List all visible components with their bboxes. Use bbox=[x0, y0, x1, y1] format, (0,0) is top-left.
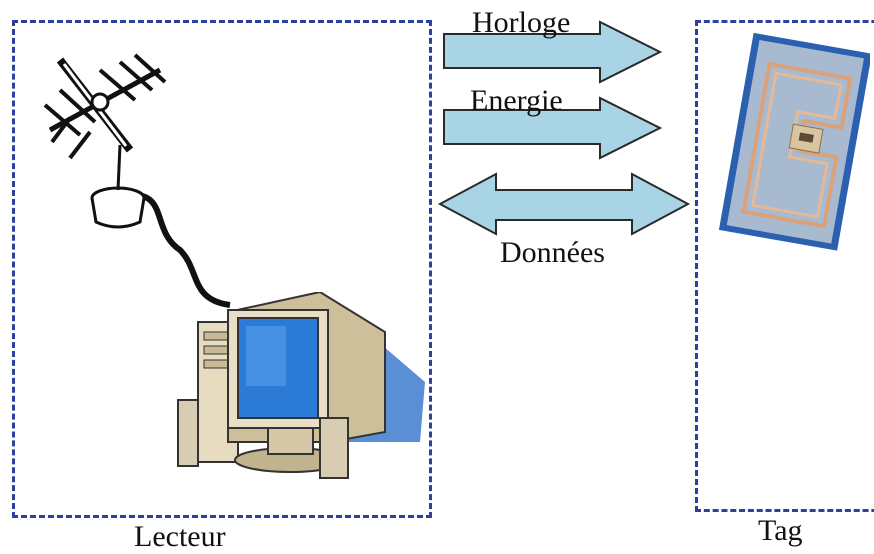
tag-label: Tag bbox=[758, 514, 803, 547]
rfid-tag-icon bbox=[718, 32, 870, 251]
tag-box bbox=[695, 20, 874, 512]
antenna-icon bbox=[43, 53, 231, 308]
reader-label: Lecteur bbox=[134, 520, 226, 553]
clock-label: Horloge bbox=[472, 6, 571, 39]
data-label: Données bbox=[500, 236, 605, 269]
energy-arrow bbox=[443, 96, 663, 160]
energy-label: Energie bbox=[470, 84, 563, 117]
data-arrow bbox=[437, 172, 691, 236]
reader-box bbox=[12, 20, 432, 518]
computer-icon bbox=[177, 292, 425, 479]
clock-arrow bbox=[443, 20, 663, 84]
